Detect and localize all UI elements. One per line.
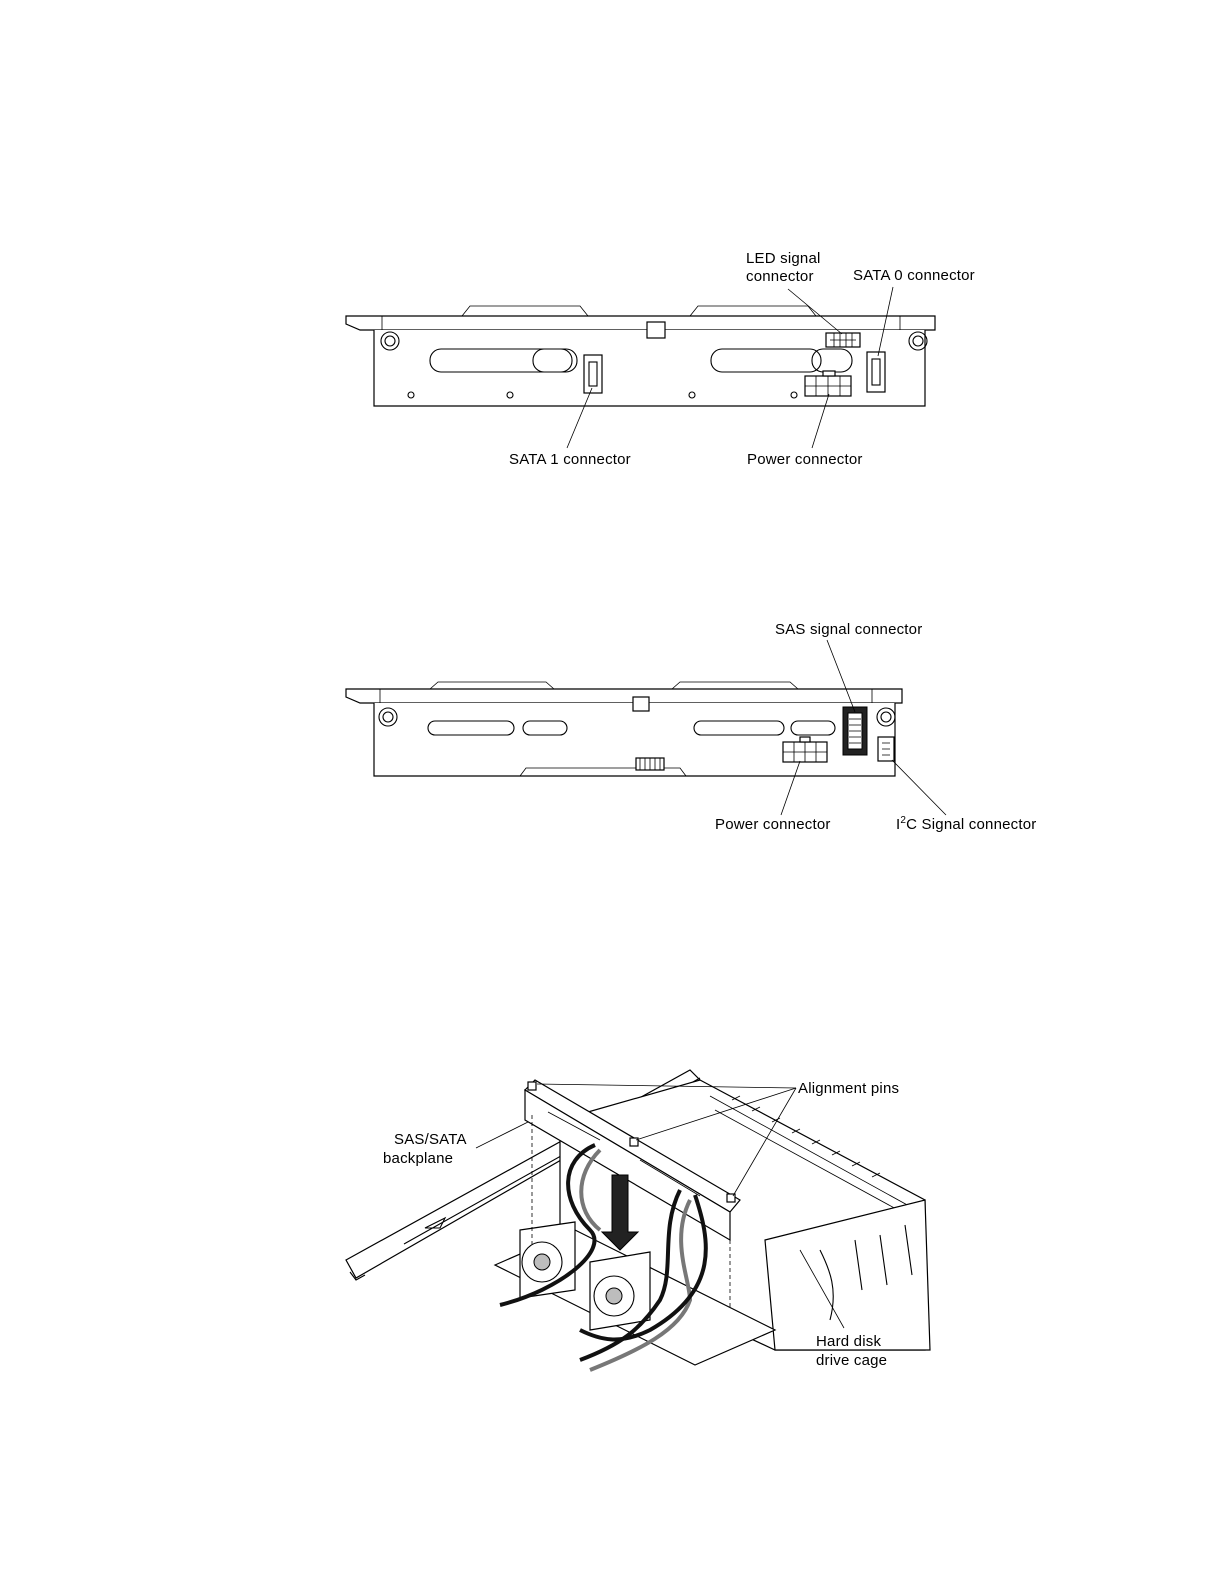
fan-right — [590, 1252, 650, 1330]
label-backplane-line1: SAS/SATA — [394, 1131, 467, 1149]
label-cage-line2: drive cage — [816, 1352, 887, 1370]
label-backplane-line2: backplane — [383, 1150, 453, 1168]
label-cage-line1: Hard disk — [816, 1333, 881, 1351]
label-alignment-pins: Alignment pins — [798, 1080, 899, 1098]
